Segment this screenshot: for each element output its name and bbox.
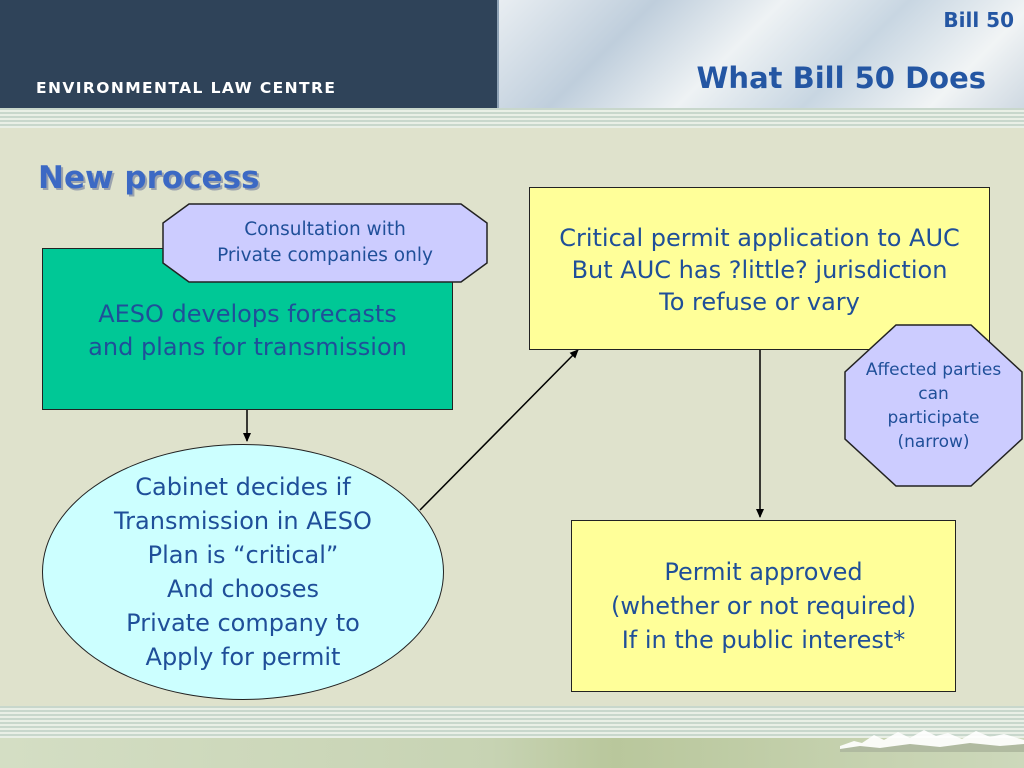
auc-text: Critical permit application to AUC But AU… (559, 222, 960, 318)
affected-line: can (918, 383, 949, 404)
consultation-line: Private companies only (217, 245, 433, 266)
slide-header-title: What Bill 50 Does (696, 61, 986, 95)
aeso-line: AESO develops forecasts (98, 300, 397, 328)
auc-line: Critical permit application to AUC (559, 224, 960, 252)
aeso-line: and plans for transmission (88, 333, 407, 361)
header-divider (497, 0, 499, 108)
header-tag: Bill 50 (943, 8, 1014, 32)
aeso-text: AESO develops forecasts and plans for tra… (88, 298, 407, 364)
arrow-cabinet-to-auc (419, 349, 579, 511)
consultation-line: Consultation with (244, 219, 406, 240)
section-title: New process (38, 160, 260, 196)
affected-text: Affected parties can participate (narrow) (866, 358, 1001, 454)
cabinet-line: Cabinet decides if (135, 473, 351, 501)
cabinet-line: Private company to (126, 609, 360, 637)
header-banner-sky (498, 0, 1024, 108)
auc-application-box: Critical permit application to AUC But AU… (529, 187, 990, 350)
permit-approved-box: Permit approved (whether or not required)… (571, 520, 956, 692)
bottom-stripe-divider (0, 706, 1024, 738)
cabinet-decision-ellipse: Cabinet decides if Transmission in AESO Pl… (42, 444, 444, 700)
top-stripe-divider (0, 108, 1024, 128)
cabinet-line: And chooses (166, 575, 320, 603)
auc-line: To refuse or vary (659, 288, 860, 316)
permit-text: Permit approved (whether or not required)… (611, 555, 916, 657)
affected-parties-octagon: Affected parties can participate (narrow) (845, 325, 1022, 486)
permit-line: (whether or not required) (611, 592, 916, 620)
permit-line: Permit approved (664, 558, 863, 586)
permit-line: If in the public interest* (621, 626, 906, 654)
header-banner-dark (0, 0, 498, 108)
affected-line: Affected parties (865, 359, 1002, 380)
auc-line: But AUC has ?little? jurisdiction (571, 256, 948, 284)
mountain-silhouette-icon (840, 730, 1024, 752)
cabinet-line: Apply for permit (145, 643, 341, 671)
affected-line: participate (887, 407, 980, 428)
cabinet-text: Cabinet decides if Transmission in AESO Pl… (114, 470, 372, 674)
cabinet-line: Transmission in AESO (114, 507, 372, 535)
organization-name: ENVIRONMENTAL LAW CENTRE (36, 79, 337, 97)
cabinet-line: Plan is “critical” (147, 541, 339, 569)
affected-line: (narrow) (897, 431, 970, 452)
